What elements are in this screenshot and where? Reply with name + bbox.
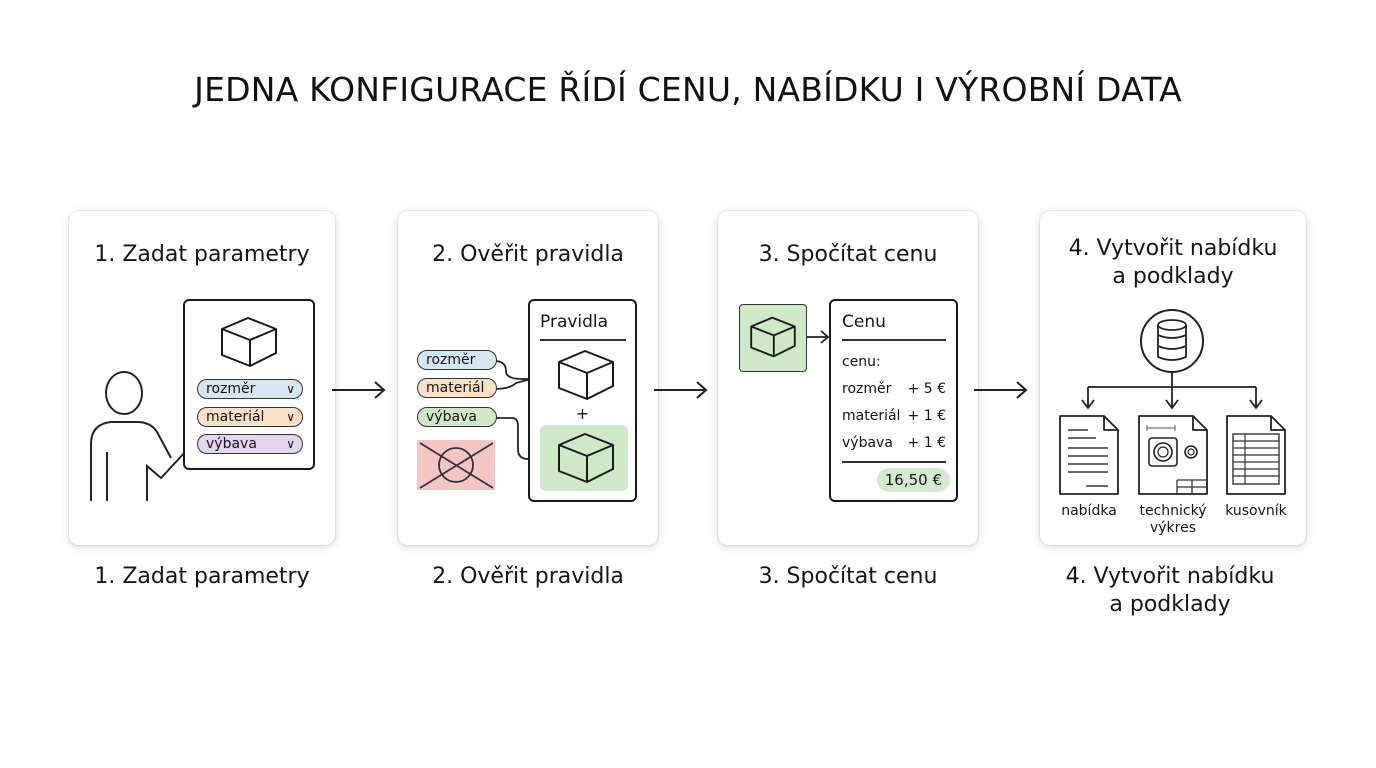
price-row-label: výbava	[842, 435, 893, 451]
page-title: JEDNA KONFIGURACE ŘÍDÍ CENU, NABÍDKU I V…	[194, 70, 1182, 109]
output-label-line: nabídka	[1061, 503, 1117, 519]
chevron-down-icon: ∨	[286, 410, 295, 424]
cube-icon	[558, 350, 614, 400]
step-3-caption: 3. Spočítat cenu	[758, 564, 938, 589]
cube-icon	[558, 433, 614, 483]
bill-of-materials-icon	[1226, 415, 1286, 495]
price-row-label: rozměr	[842, 381, 892, 397]
parameter-select-material[interactable]: materiál ∨	[197, 407, 303, 427]
step-2-title: 2. Ověřit pravidla	[432, 242, 624, 267]
parameter-select-label: výbava	[206, 436, 257, 452]
output-label-line: kusovník	[1225, 503, 1287, 519]
rule-input-label: výbava	[426, 409, 477, 425]
cube-icon	[750, 316, 796, 358]
chevron-down-icon: ∨	[286, 382, 295, 396]
divider	[842, 339, 946, 341]
rules-panel-title: Pravidla	[540, 312, 609, 332]
output-label-line: výkres	[1149, 520, 1197, 536]
price-row-value: + 5 €	[907, 381, 946, 397]
divider	[540, 339, 626, 341]
user-figure-icon	[90, 371, 195, 501]
output-label-offer: nabídka	[1042, 503, 1136, 520]
price-row-value: + 1 €	[907, 435, 946, 451]
step-4-title: 4. Vytvořit nabídku a podklady	[1040, 235, 1306, 291]
parameter-select-size[interactable]: rozměr ∨	[197, 379, 303, 399]
price-panel: Cenu cenu: rozměr + 5 € materiál + 1 € v…	[829, 299, 958, 502]
parameter-select-equipment[interactable]: výbava ∨	[197, 434, 303, 454]
step-4-caption-line1: 4. Vytvořit nabídku	[1065, 564, 1275, 589]
parameter-select-label: materiál	[206, 409, 265, 425]
document-icon	[1059, 415, 1119, 495]
parameter-select-label: rozměr	[206, 381, 256, 397]
cube-icon	[221, 317, 277, 367]
rule-input-label: rozměr	[426, 352, 476, 368]
price-row-value: + 1 €	[907, 408, 946, 424]
step-card-3: 3. Spočítat cenu Cenu cenu: rozměr + 5 €…	[718, 211, 978, 545]
plus-sign: +	[575, 404, 590, 423]
step-4-title-line1: 4. Vytvořit nabídku	[1068, 236, 1278, 261]
step-2-caption: 2. Ověřit pravidla	[432, 564, 624, 589]
rules-panel: Pravidla +	[528, 299, 637, 502]
step-card-1: 1. Zadat parametry rozměr ∨ materiál ∨ v…	[69, 211, 335, 545]
step-card-4: 4. Vytvořit nabídku a podklady nabídka t…	[1040, 211, 1306, 545]
invalid-option-icon	[417, 440, 495, 490]
arrow-right-icon	[807, 330, 830, 344]
arrow-right-icon	[974, 381, 1028, 399]
price-row-label: materiál	[842, 408, 901, 424]
price-total-badge: 16,50 €	[876, 468, 950, 492]
output-label-line: technický	[1139, 503, 1207, 519]
step-card-2: 2. Ověřit pravidla rozměr materiál výbav…	[398, 211, 658, 545]
rule-input-label: materiál	[426, 380, 485, 396]
output-label-drawing: technický výkres	[1126, 503, 1220, 537]
price-subtitle: cenu:	[842, 354, 881, 370]
product-tile	[739, 304, 807, 372]
technical-drawing-icon	[1138, 415, 1208, 495]
rule-input-equipment: výbava	[417, 407, 497, 427]
configurator-panel: rozměr ∨ materiál ∨ výbava ∨	[183, 299, 315, 470]
price-panel-title: Cenu	[842, 312, 886, 332]
output-tree	[1081, 309, 1263, 410]
arrow-right-icon	[654, 381, 708, 399]
output-label-bom: kusovník	[1209, 503, 1303, 520]
step-1-caption: 1. Zadat parametry	[94, 564, 310, 589]
arrow-right-icon	[332, 381, 386, 399]
step-4-caption-line2: a podklady	[1109, 592, 1231, 617]
step-4-caption: 4. Vytvořit nabídku a podklady	[1020, 563, 1320, 619]
step-1-title: 1. Zadat parametry	[94, 242, 310, 267]
step-4-title-line2: a podklady	[1112, 264, 1234, 289]
step-3-title: 3. Spočítat cenu	[758, 242, 938, 267]
rule-input-material: materiál	[417, 378, 497, 398]
rule-input-size: rozměr	[417, 350, 497, 370]
divider	[842, 461, 946, 463]
chevron-down-icon: ∨	[286, 437, 295, 451]
